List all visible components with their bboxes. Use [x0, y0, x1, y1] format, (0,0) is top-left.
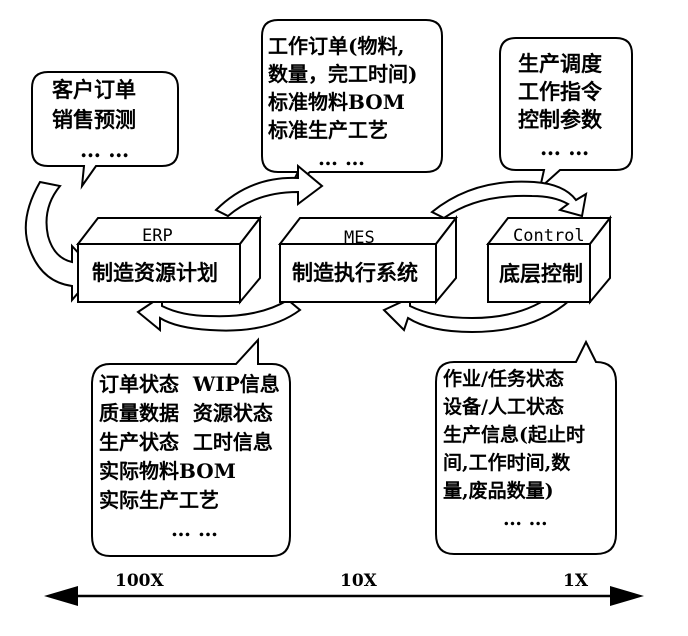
- bubble-line: … …: [171, 517, 218, 541]
- customer-bubble-text: 客户订单 销售预测 … …: [52, 79, 136, 169]
- erp-feedback-bubble: [91, 337, 291, 557]
- control-to-mes-feedback-arrow: [382, 290, 572, 334]
- bubble-line: 控制参数: [518, 107, 602, 132]
- bubble-line: 标准生产工艺: [268, 118, 388, 142]
- erp-feedback-bubble-text: 订单状态 WIP信息 质量数据 资源状态 生产状态 工时信息 实际物料BOM 实…: [99, 374, 280, 548]
- mes-feedback-bubble: [435, 339, 617, 555]
- bubble-line: 间,工作时间,数: [443, 452, 571, 474]
- erp-label: ERP: [142, 226, 173, 246]
- erp-title: 制造资源计划: [92, 260, 218, 285]
- mes-feedback-bubble-text: 作业/任务状态 设备/人工状态 生产信息(起止时 间,工作时间,数 量,废品数量…: [443, 370, 585, 538]
- mes-input-bubble-text: 工作订单(物料, 数量，完工时间) 标准物料BOM 标准生产工艺 … …: [268, 36, 417, 176]
- bubble-line: … …: [540, 135, 590, 160]
- bubble-line: 实际生产工艺: [99, 488, 219, 512]
- bubble-line: 工作指令: [518, 79, 602, 104]
- customer-bubble: [31, 71, 179, 190]
- bubble-line: 生产调度: [518, 51, 602, 76]
- bubble-line: 量,废品数量): [443, 480, 554, 502]
- bubble-line: 生产信息(起止时: [443, 424, 585, 446]
- control-input-bubble: [499, 37, 633, 191]
- scale-label-100x: 100X: [115, 571, 164, 591]
- erp-to-mes-arrow: [214, 163, 324, 218]
- bubble-line: 设备/人工状态: [443, 396, 564, 418]
- erp-box: [75, 215, 263, 305]
- scale-label-10x: 10X: [340, 571, 377, 591]
- bubble-line: 客户订单: [52, 77, 136, 102]
- bubble-line: 生产状态 工时信息: [99, 430, 273, 454]
- mes-title: 制造执行系统: [292, 260, 418, 285]
- scale-arrow: [44, 586, 644, 606]
- bubble-line: 数量，完工时间): [268, 62, 418, 86]
- bubble-line: 销售预测: [52, 107, 136, 132]
- scale-label-1x: 1X: [563, 571, 589, 591]
- bubble-line: 作业/任务状态: [443, 368, 564, 390]
- bubble-line: … …: [318, 146, 365, 170]
- bubble-line: 订单状态 WIP信息: [99, 372, 280, 396]
- mes-to-control-arrow: [430, 180, 588, 220]
- control-input-bubble-text: 生产调度 工作指令 控制参数 … …: [518, 53, 602, 165]
- control-title: 底层控制: [499, 261, 583, 286]
- bubble-line: 标准物料BOM: [268, 90, 405, 114]
- mes-label: MES: [344, 228, 375, 248]
- bubble-line: … …: [503, 508, 548, 530]
- bubble-line: 实际物料BOM: [99, 459, 236, 483]
- bubble-line: … …: [80, 137, 130, 162]
- mes-box: [277, 215, 459, 305]
- mes-to-erp-feedback-arrow: [136, 294, 302, 333]
- control-label: Control: [513, 226, 585, 246]
- bubble-line: 质量数据 资源状态: [99, 401, 273, 425]
- bubble-line: 工作订单(物料,: [268, 34, 405, 58]
- control-box: [485, 215, 613, 305]
